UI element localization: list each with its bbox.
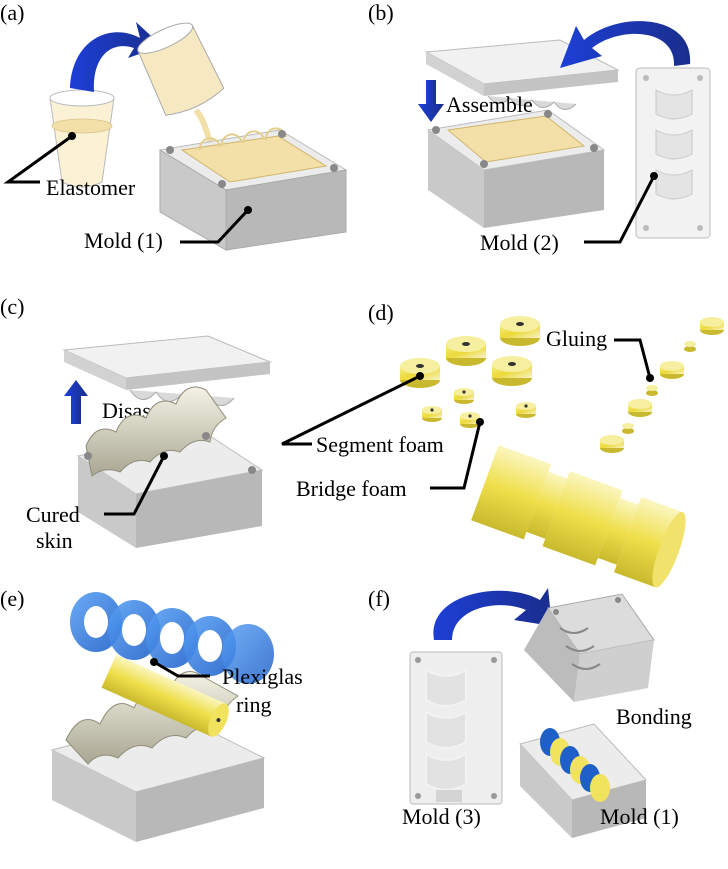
label-mold-1-a: Mold (1)	[84, 228, 163, 253]
panel-b: (b) Assemble	[368, 0, 711, 255]
elastomer-cup	[49, 89, 115, 188]
leader-mold-2	[584, 175, 656, 244]
label-mold-2: Mold (2)	[480, 230, 559, 255]
flip-arrow-b	[560, 21, 691, 68]
mold-3-standing	[409, 651, 503, 805]
pour-arrow	[70, 22, 162, 92]
leader-bridge	[430, 421, 482, 490]
panel-a: (a) Elastomer	[0, 0, 348, 253]
label-segment-foam: Segment foam	[316, 432, 444, 457]
label-gluing: Gluing	[546, 326, 607, 351]
segment-foams	[400, 316, 540, 388]
mold-1-with-skin	[76, 386, 264, 548]
label-plexiglas-line2: ring	[236, 692, 271, 717]
mold-1-with-core	[50, 654, 266, 842]
panel-label-b: (b)	[368, 0, 394, 25]
panel-label-d: (d)	[368, 300, 394, 325]
panel-label-a: (a)	[0, 0, 24, 25]
assembled-foam-core	[471, 445, 686, 588]
panel-label-e: (e)	[0, 586, 24, 611]
leader-gluing	[614, 338, 652, 379]
mold-1-block	[158, 127, 348, 251]
label-mold-3: Mold (3)	[402, 804, 481, 829]
label-bonding: Bonding	[616, 704, 692, 729]
label-bridge-foam: Bridge foam	[296, 476, 407, 501]
panel-c: (c) Disassemble Cured skin	[0, 294, 272, 553]
label-cured-line2: skin	[36, 528, 73, 553]
label-plexiglas-line1: Plexiglas	[222, 664, 303, 689]
panel-e: (e) Plexiglas rin	[0, 586, 303, 842]
label-assemble: Assemble	[446, 92, 533, 117]
mold-1-assembled	[519, 723, 647, 838]
label-mold-1-f: Mold (1)	[600, 804, 679, 829]
mold-3-flipped	[524, 593, 655, 702]
disassemble-arrow	[64, 380, 88, 424]
leader-plexiglas	[153, 660, 210, 678]
leader-mold-1	[180, 208, 250, 244]
leader-cured-skin	[104, 455, 166, 516]
panel-label-c: (c)	[0, 294, 24, 319]
mold-2-plate-c	[62, 335, 272, 406]
flip-arrow-f	[433, 588, 552, 640]
panel-f: (f) Mold (3) Bonding	[368, 586, 692, 838]
pouring-cup	[137, 22, 225, 116]
bridge-foams	[422, 388, 536, 428]
panel-d: (d)	[281, 300, 724, 588]
panel-label-f: (f)	[368, 586, 390, 611]
mold-1-lower-b	[426, 109, 606, 228]
glued-chain	[600, 317, 724, 453]
label-cured-line1: Cured	[26, 502, 80, 527]
mold-2-standing	[635, 67, 711, 239]
plexiglas-rings	[70, 592, 274, 684]
label-elastomer: Elastomer	[46, 175, 136, 200]
leader-segment	[281, 374, 421, 446]
leader-elastomer	[3, 134, 73, 184]
assemble-arrow	[418, 80, 444, 122]
